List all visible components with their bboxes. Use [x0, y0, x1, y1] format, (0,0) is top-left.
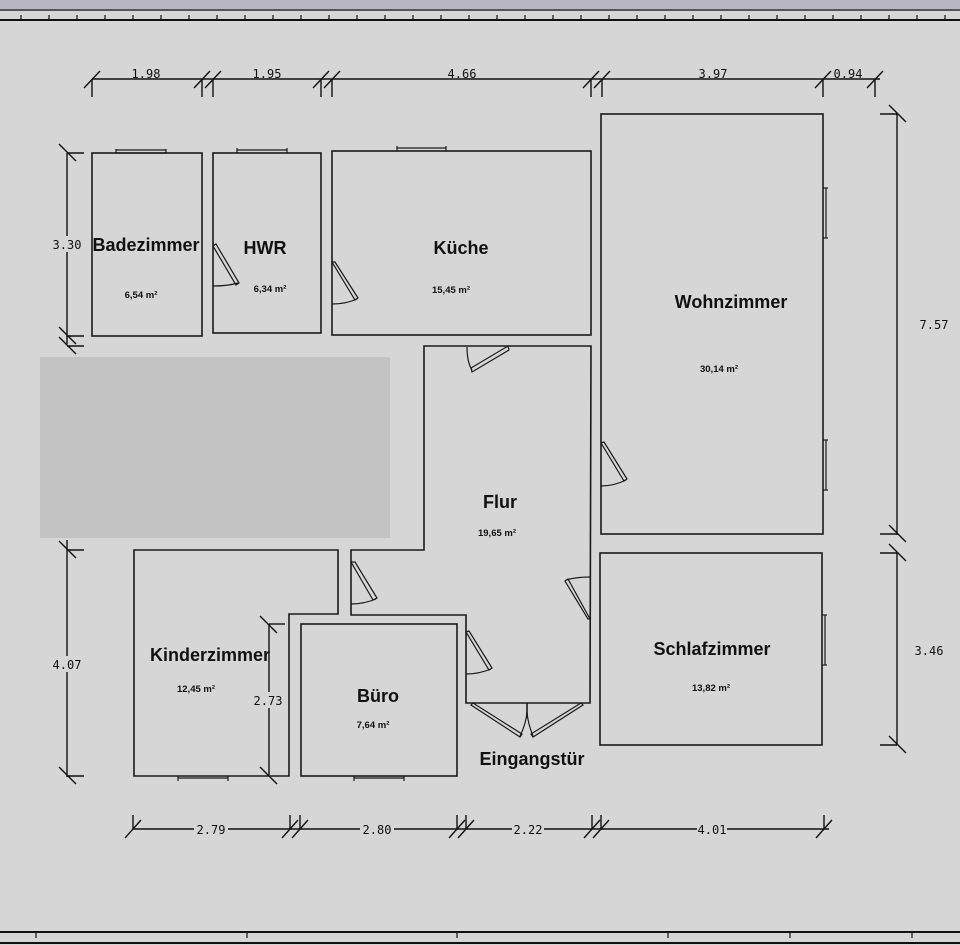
- dimension-left: 3.30 4.07: [52, 143, 84, 785]
- dim-top-4: 3.97: [699, 67, 728, 81]
- dim-right-2: 3.46: [915, 644, 944, 658]
- top-ruler: [0, 15, 960, 21]
- window-icon: [177, 776, 229, 781]
- dim-top-2: 1.95: [253, 67, 282, 81]
- room-hwr: [212, 152, 322, 334]
- room-label-schlafzimmer: Schlafzimmer: [653, 639, 770, 659]
- dimension-top: 1.98 1.95 4.66 3.97 0.94: [83, 67, 884, 97]
- room-label-hwr: HWR: [244, 238, 287, 258]
- door-icon: [600, 441, 628, 487]
- dim-bottom-1: 2.79: [197, 823, 226, 837]
- entrance-label: Eingangstür: [479, 749, 584, 769]
- room-label-kueche: Küche: [433, 238, 488, 258]
- door-icon: [330, 261, 359, 305]
- dim-bottom-2: 2.80: [363, 823, 392, 837]
- room-area-flur: 19,65 m²: [478, 528, 516, 539]
- room-area-kinderzimmer: 12,45 m²: [177, 684, 215, 695]
- doors: [212, 243, 628, 738]
- dim-left-2: 4.07: [53, 658, 82, 672]
- window-icon: [823, 439, 828, 491]
- dim-bottom-3: 2.22: [514, 823, 543, 837]
- dim-bottom-4: 4.01: [698, 823, 727, 837]
- door-icon: [349, 561, 378, 605]
- redacted-area: [40, 357, 390, 538]
- room-label-flur: Flur: [483, 492, 517, 512]
- entrance-door-icon: [470, 702, 584, 738]
- window-icon: [823, 187, 828, 239]
- room-wohnzimmer: [600, 113, 824, 535]
- room-label-badezimmer: Badezimmer: [92, 235, 199, 255]
- door-icon: [212, 243, 240, 287]
- window-title-bar: [0, 0, 960, 11]
- room-kueche: [331, 150, 592, 336]
- room-area-schlafzimmer: 13,82 m²: [692, 683, 730, 694]
- room-label-kinderzimmer: Kinderzimmer: [150, 645, 270, 665]
- room-flur: [350, 345, 592, 704]
- window-icon: [236, 148, 288, 153]
- window-icon: [822, 614, 827, 666]
- dim-inner: 2.73: [254, 694, 283, 708]
- door-icon: [465, 630, 493, 675]
- bottom-ruler: [0, 931, 960, 944]
- window-icon: [396, 146, 447, 151]
- dim-top-5: 0.94: [834, 67, 863, 81]
- dim-top-3: 4.66: [448, 67, 477, 81]
- dimension-inner: 2.73: [253, 615, 285, 785]
- room-area-buero: 7,64 m²: [357, 720, 390, 731]
- room-area-kueche: 15,45 m²: [432, 285, 470, 296]
- room-area-hwr: 6,34 m²: [254, 284, 287, 295]
- room-area-wohnzimmer: 30,14 m²: [700, 364, 738, 375]
- dimension-right: 7.57 3.46: [880, 104, 949, 754]
- door-icon: [564, 576, 592, 620]
- room-label-buero: Büro: [357, 686, 399, 706]
- room-label-wohnzimmer: Wohnzimmer: [675, 292, 788, 312]
- windows: [115, 146, 828, 781]
- dim-left-1: 3.30: [53, 238, 82, 252]
- dim-top-1: 1.98: [132, 67, 161, 81]
- door-icon: [466, 345, 510, 373]
- window-icon: [115, 149, 167, 154]
- room-schlafzimmer: [599, 552, 823, 746]
- room-area-badezimmer: 6,54 m²: [125, 290, 158, 301]
- dimension-bottom: 2.79 2.80 2.22 4.01: [124, 815, 833, 839]
- dim-right-1: 7.57: [920, 318, 949, 332]
- window-icon: [353, 776, 405, 781]
- room-kinderzimmer: [133, 549, 339, 777]
- room-buero: [300, 623, 458, 777]
